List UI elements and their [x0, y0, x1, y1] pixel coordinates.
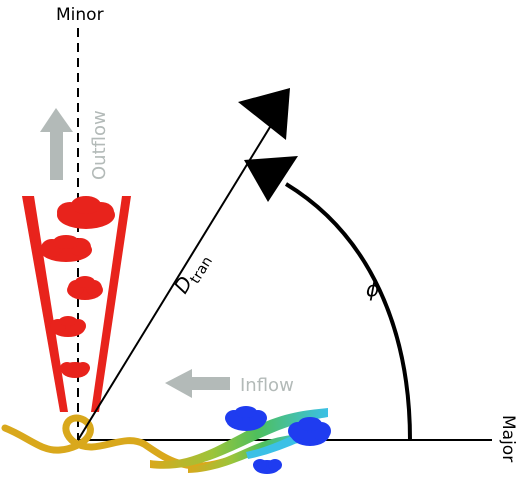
inflow-cloud	[288, 417, 331, 446]
inflow-arrow	[165, 369, 230, 398]
outflow-cone-right-wall	[91, 196, 131, 412]
outflow-cone	[22, 196, 131, 412]
angle-arc	[284, 182, 412, 441]
outflow-cloud	[50, 316, 86, 337]
inflow-gas-streams	[150, 408, 328, 473]
outflow-label: Outflow	[89, 110, 110, 180]
outflow-cone-left-wall	[22, 196, 68, 412]
inflow-cloud	[225, 406, 267, 431]
angle-label: ϕ	[366, 277, 379, 301]
inflow-cloud	[253, 459, 282, 474]
minor-axis-label: Minor	[56, 5, 104, 25]
inflow-label: Inflow	[240, 375, 294, 396]
outflow-cloud	[40, 235, 92, 262]
transverse-distance-line	[77, 113, 279, 441]
inflow-clouds	[225, 406, 331, 474]
angle-arc-arrowhead	[244, 156, 298, 202]
outflow-cloud	[57, 196, 115, 229]
distance-subscript: tran	[187, 254, 216, 287]
outflow-clouds	[40, 196, 115, 378]
transverse-distance-arrowhead	[238, 88, 290, 140]
outflow-arrow	[40, 108, 73, 180]
major-axis-label: Major	[498, 415, 518, 462]
outflow-cloud	[60, 362, 90, 378]
outflow-cloud	[67, 276, 103, 300]
